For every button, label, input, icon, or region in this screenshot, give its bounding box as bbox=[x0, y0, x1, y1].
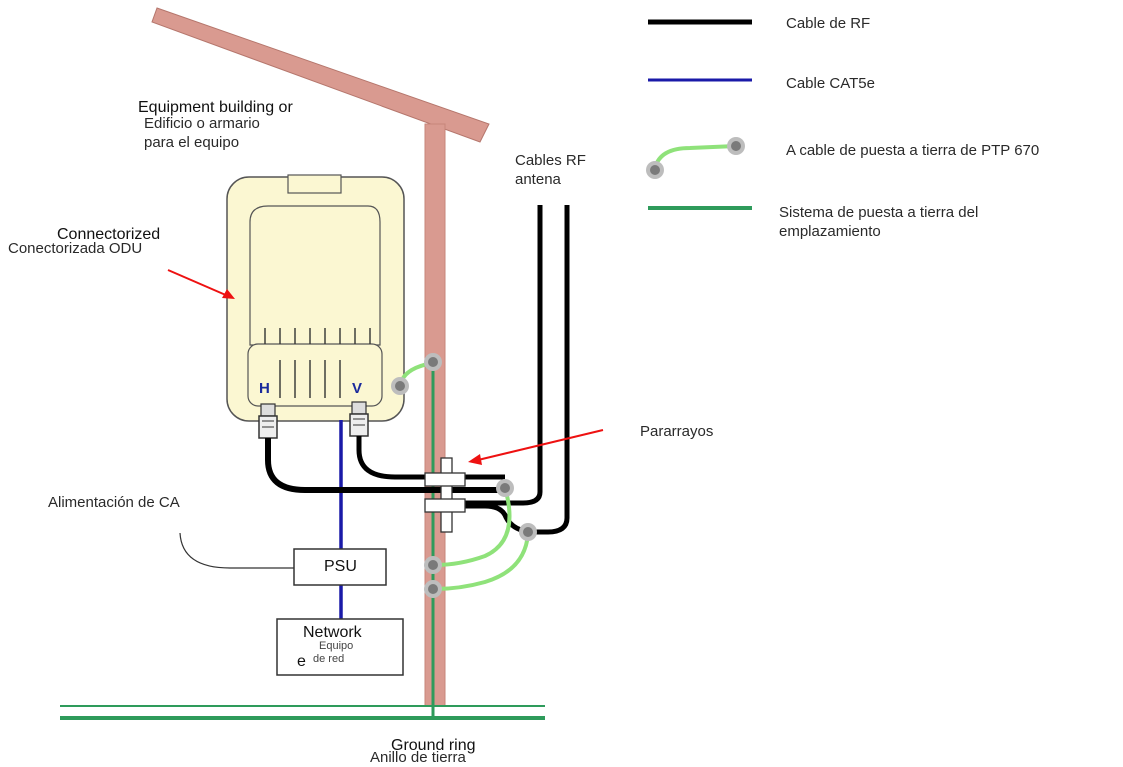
lightning-pointer-arrowhead bbox=[468, 454, 482, 465]
legend-site-ground-label-2: emplazamiento bbox=[779, 223, 881, 240]
rf-cable-v bbox=[356, 436, 505, 480]
rf-cable-h bbox=[265, 438, 505, 493]
ground-lugs bbox=[391, 353, 537, 598]
roof-beam bbox=[151, 7, 490, 143]
ac-power-wire bbox=[179, 532, 294, 569]
network-label-e: e bbox=[297, 653, 306, 670]
rf-cable-antenna-2 bbox=[440, 205, 570, 535]
ac-power-label: Alimentación de CA bbox=[48, 494, 180, 511]
legend-site-ground-label-1: Sistema de puesta a tierra del bbox=[779, 204, 979, 221]
ptp-ground-cable-1 bbox=[434, 487, 512, 567]
odu-pointer-arrow bbox=[167, 269, 229, 297]
odu-label-es: Conectorizada ODU bbox=[8, 240, 143, 257]
building-label-en: Equipment building or bbox=[138, 99, 293, 116]
rf-cables-label-2: antena bbox=[515, 171, 561, 188]
legend-ptp-ground-symbol bbox=[646, 137, 745, 179]
polarization-h-label: H bbox=[259, 380, 270, 397]
psu-box bbox=[293, 548, 387, 586]
ptp-ground-cable-2 bbox=[434, 533, 530, 591]
polarization-v-label: V bbox=[352, 380, 363, 397]
odu-pointer-arrowhead bbox=[222, 289, 235, 299]
mounting-pole bbox=[424, 123, 446, 707]
network-label-es-1: Equipo bbox=[319, 640, 354, 652]
rf-cable-antenna-1 bbox=[440, 205, 543, 506]
lightning-pointer-arrow bbox=[477, 429, 604, 461]
odu-label-en: Connectorized bbox=[57, 226, 161, 243]
network-label-es-2: de red bbox=[313, 653, 345, 665]
network-equipment-box bbox=[276, 618, 404, 676]
psu-label: PSU bbox=[324, 558, 357, 575]
lightning-arrestor bbox=[424, 457, 466, 533]
connector-h bbox=[258, 403, 278, 439]
network-label-en: Network bbox=[303, 624, 362, 641]
lightning-arrestor-label: Pararrayos bbox=[640, 423, 714, 440]
legend-ptp-ground-label: A cable de puesta a tierra de PTP 670 bbox=[786, 142, 1040, 159]
odu-unit bbox=[226, 174, 405, 422]
ground-ring-label-es: Anillo de tierra bbox=[370, 749, 466, 766]
ground-ring-label-en: Ground ring bbox=[391, 737, 476, 754]
connector-v bbox=[349, 401, 369, 437]
rf-cables-label-1: Cables RF bbox=[515, 152, 586, 169]
building-label-es-2: para el equipo bbox=[144, 134, 240, 151]
legend-rf-label: Cable de RF bbox=[786, 15, 871, 32]
legend-cat5e-label: Cable CAT5e bbox=[786, 75, 875, 92]
building-label-es-1: Edificio o armario bbox=[144, 115, 260, 132]
